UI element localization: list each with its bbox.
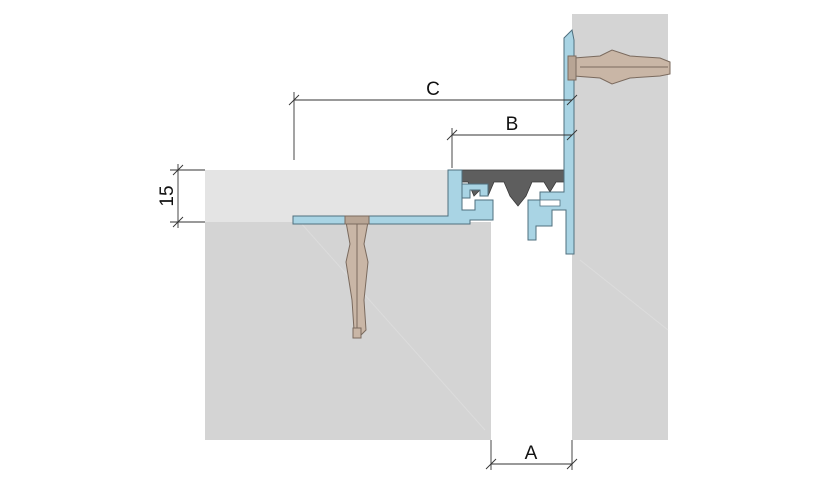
floor-covering-layer xyxy=(205,170,455,222)
dimension-b-tick-left xyxy=(446,129,458,141)
left-anchor-tip xyxy=(352,327,362,339)
dimension-height-label: 15 xyxy=(157,185,178,206)
dimension-b-label: B xyxy=(506,114,519,135)
rubber-insert xyxy=(457,169,569,207)
dimension-a-tick-right xyxy=(566,458,578,470)
left-profile-channel xyxy=(461,183,489,199)
dimension-c-label: C xyxy=(426,79,440,100)
right-concrete-wall xyxy=(572,14,668,440)
dimension-a-tick-left xyxy=(485,458,497,470)
dimension-a-label: A xyxy=(525,443,538,464)
dimension-b-tick-right xyxy=(566,129,578,141)
left-slab-texture xyxy=(299,221,486,431)
dimension-height-tick-top xyxy=(172,164,184,176)
left-aluminium-profile xyxy=(292,169,494,225)
dimension-c-tick-left xyxy=(288,94,300,106)
left-anchor-head xyxy=(344,215,370,225)
right-anchor-head xyxy=(567,55,577,81)
right-aluminium-profile xyxy=(527,28,575,255)
right-wall-texture xyxy=(579,259,669,331)
dimension-height-tick-bottom xyxy=(172,216,184,228)
right-profile-inner-channel xyxy=(539,199,561,207)
dimension-c-tick-right xyxy=(566,94,578,106)
